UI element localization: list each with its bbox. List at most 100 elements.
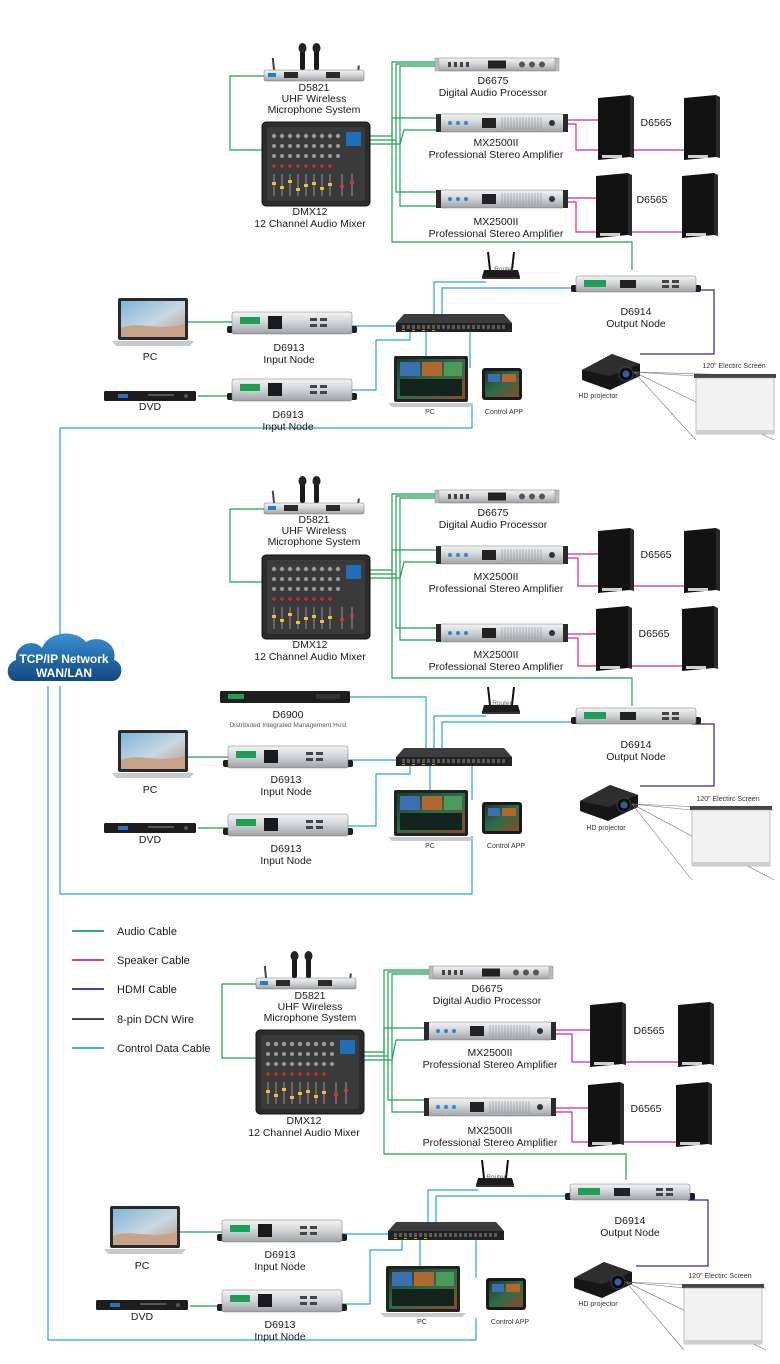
d5821-receiver-1 <box>263 42 365 82</box>
label-mx2500ii-desc-3b: Professional Stereo Amplifier <box>423 1137 558 1149</box>
network-switch-3 <box>388 1222 504 1240</box>
label-d6900-model: D6900 <box>273 709 304 721</box>
electric-screen-2 <box>689 805 773 867</box>
d6914-output-node-1 <box>570 275 702 293</box>
cloud-label-line2: WAN/LAN <box>36 666 92 680</box>
label-projector-1: HD projector <box>578 393 618 400</box>
label-mx2500ii-model-2a: MX2500II <box>474 571 519 583</box>
legend-hdmi-cable: HDMI Cable <box>117 984 177 996</box>
label-d6565-3b: D6565 <box>631 1103 662 1115</box>
label-pc-1: PC <box>143 351 158 363</box>
d6914-output-node-3 <box>564 1183 696 1201</box>
label-dmx12-desc-2: 12 Channel Audio Mixer <box>254 651 366 663</box>
d6565-speaker-1b-left <box>596 173 632 238</box>
label-dvd-2: DVD <box>139 834 162 846</box>
d5821-receiver-2 <box>263 475 365 515</box>
control-app-tablet-1 <box>482 368 522 400</box>
label-control-app-2: Control APP <box>487 843 525 850</box>
label-d6565-2a: D6565 <box>641 549 672 561</box>
label-dmx12-model-1: DMX12 <box>292 206 327 218</box>
label-d5821-model-1: D5821 <box>299 82 330 94</box>
pc-software-laptop-1 <box>388 356 474 407</box>
dmx12-mixer-1 <box>261 121 371 207</box>
pc-laptop-1 <box>112 298 194 346</box>
pc-software-laptop-3 <box>380 1266 466 1317</box>
label-d6565-1a: D6565 <box>641 117 672 129</box>
pc-software-laptop-2 <box>388 790 474 841</box>
label-d6675-model-3: D6675 <box>472 983 503 995</box>
mx2500ii-amplifier-3a <box>423 1021 557 1041</box>
label-mx2500ii-model-3b: MX2500II <box>468 1125 513 1137</box>
cables-3 <box>178 969 709 1307</box>
label-d6913-model-1b: D6913 <box>273 409 304 421</box>
control-app-tablet-3 <box>486 1278 526 1310</box>
cables-1 <box>186 61 715 397</box>
label-control-app-1: Control APP <box>485 409 523 416</box>
dmx12-mixer-2 <box>261 554 371 640</box>
pc-laptop-2 <box>112 730 194 778</box>
d6913-input-node-3b <box>216 1289 348 1313</box>
d6565-speaker-2a-left <box>598 528 634 593</box>
label-d6913-desc-3a: Input Node <box>254 1261 306 1273</box>
label-d6565-3a: D6565 <box>634 1025 665 1037</box>
label-d6565-1b: D6565 <box>637 194 668 206</box>
label-d6675-desc-3: Digital Audio Processor <box>433 995 542 1007</box>
label-d6565-2b: D6565 <box>639 628 670 640</box>
label-d6900-desc: Distributed Integrated Management Host <box>229 722 346 729</box>
label-d5821-desc2-3: Microphone System <box>264 1012 357 1024</box>
label-d5821-desc2-1: Microphone System <box>268 104 361 116</box>
label-d6675-model-2: D6675 <box>478 507 509 519</box>
legend-dcn-wire: 8-pin DCN Wire <box>117 1014 194 1026</box>
label-d6675-desc-2: Digital Audio Processor <box>439 519 548 531</box>
hd-projector-3 <box>573 1261 633 1299</box>
hd-projector-1 <box>581 353 641 391</box>
d6565-speaker-1a-right <box>684 95 720 160</box>
label-d6913-desc-2a: Input Node <box>260 786 312 798</box>
network-backbone-lines <box>47 404 477 1341</box>
label-mx2500ii-desc-1b: Professional Stereo Amplifier <box>429 228 564 240</box>
dmx12-mixer-3 <box>255 1029 365 1115</box>
label-d6913-desc-3b: Input Node <box>254 1331 306 1343</box>
label-d6675-desc-1: Digital Audio Processor <box>439 87 548 99</box>
label-d6675-model-1: D6675 <box>478 75 509 87</box>
label-router-2: Router <box>492 700 512 707</box>
label-d6914-model-2: D6914 <box>621 739 652 751</box>
label-d5821-desc1-2: UHF Wireless <box>282 525 347 537</box>
label-d6914-model-3: D6914 <box>615 1215 646 1227</box>
label-d6914-desc-3: Output Node <box>600 1227 660 1239</box>
label-control-app-3: Control APP <box>491 1319 529 1326</box>
label-mx2500ii-desc-2a: Professional Stereo Amplifier <box>429 583 564 595</box>
cable-legend: Audio Cable Speaker Cable HDMI Cable 8-p… <box>72 926 211 1055</box>
d6914-output-node-2 <box>570 707 702 725</box>
d5821-receiver-3 <box>255 950 357 990</box>
label-mx2500ii-model-3a: MX2500II <box>468 1047 513 1059</box>
mx2500ii-amplifier-2b <box>435 623 569 643</box>
d6565-speaker-2a-right <box>684 528 720 593</box>
hd-projector-2 <box>579 784 639 822</box>
label-pc-software-2: PC <box>425 843 435 850</box>
label-d5821-model-3: D5821 <box>295 990 326 1002</box>
d6913-input-node-2b <box>222 813 354 837</box>
mx2500ii-amplifier-1b <box>435 189 569 209</box>
label-mx2500ii-desc-2b: Professional Stereo Amplifier <box>429 661 564 673</box>
label-d6913-model-3b: D6913 <box>265 1319 296 1331</box>
legend-audio-cable: Audio Cable <box>117 926 177 938</box>
label-d6913-desc-1b: Input Node <box>262 421 314 433</box>
label-d6914-desc-1: Output Node <box>606 318 666 330</box>
d6565-speaker-2b-left <box>596 606 632 671</box>
mx2500ii-amplifier-1a <box>435 113 569 133</box>
d6913-input-node-3a <box>216 1219 348 1243</box>
dvd-player-1 <box>104 391 196 401</box>
label-pc-3: PC <box>135 1260 150 1272</box>
label-d6913-model-2b: D6913 <box>271 843 302 855</box>
d6565-speaker-3b-right <box>676 1082 712 1147</box>
label-d6913-model-1a: D6913 <box>274 342 305 354</box>
d6900-management-host <box>220 691 350 703</box>
label-d5821-desc2-2: Microphone System <box>268 536 361 548</box>
d6565-speaker-3a-right <box>678 1002 714 1067</box>
network-switch-1 <box>396 314 512 332</box>
system-group-3: D5821 UHF Wireless Microphone System DMX… <box>96 950 767 1351</box>
d6565-speaker-1a-left <box>598 95 634 160</box>
label-d6913-model-3a: D6913 <box>265 1249 296 1261</box>
